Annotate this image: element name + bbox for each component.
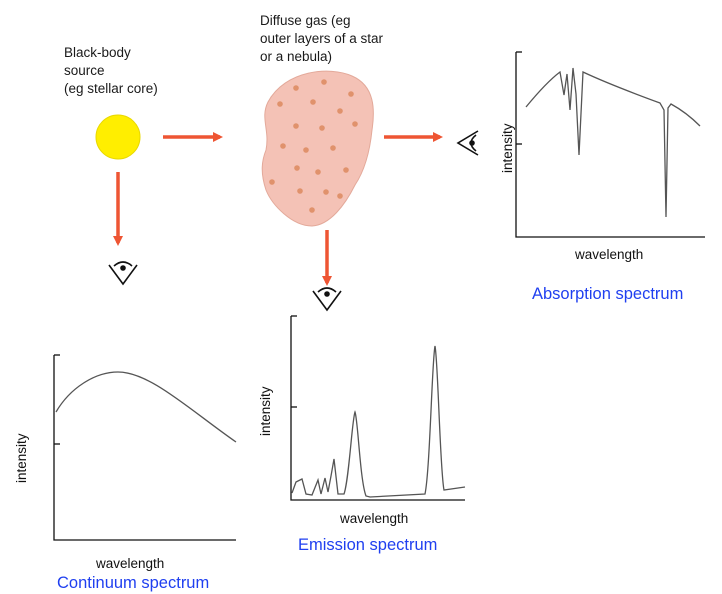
flow-arrows (113, 132, 443, 286)
absorption-axes (515, 52, 705, 238)
absorption-curve (525, 67, 701, 218)
eye-icon (456, 130, 479, 156)
absorption-graph (515, 51, 705, 238)
eye-icon (108, 261, 138, 286)
absorption-caption: Absorption spectrum (532, 285, 684, 303)
emission-graph (290, 315, 466, 501)
continuum-xlabel: wavelength (96, 556, 165, 571)
emission-curve (291, 345, 466, 498)
diffuse-gas-cloud (261, 70, 374, 227)
blackbody-source-sun (95, 114, 141, 160)
blackbody-source-label: Black-body source (eg stellar core) (64, 45, 158, 96)
gas-particles (269, 79, 358, 213)
emission-caption: Emission spectrum (298, 536, 438, 554)
continuum-caption: Continuum spectrum (57, 574, 210, 592)
emission-xlabel: wavelength (340, 511, 409, 526)
absorption-xlabel: wavelength (575, 247, 644, 262)
eye-icon (312, 287, 342, 312)
continuum-graph (53, 354, 237, 541)
diffuse-gas-label: Diffuse gas (eg outer layers of a star o… (260, 13, 384, 64)
continuum-curve (55, 371, 237, 443)
continuum-axes (53, 355, 236, 541)
emission-axes (290, 316, 465, 501)
